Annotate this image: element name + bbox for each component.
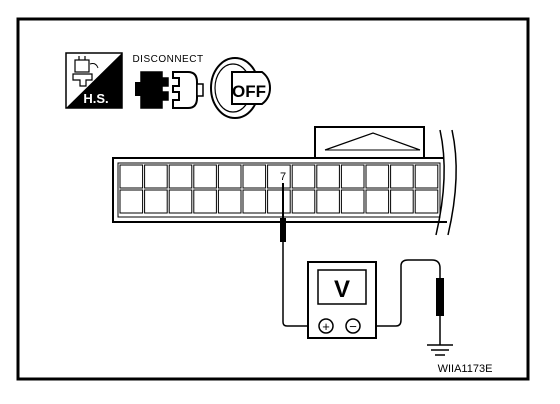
hs-label: H.S. <box>83 91 108 106</box>
connector-cavity <box>119 189 144 214</box>
connector-cavity <box>267 189 291 214</box>
connector-cavity <box>242 164 267 189</box>
figure-border <box>16 17 530 381</box>
connector-cavity <box>390 189 414 214</box>
connector-cavity <box>217 189 242 214</box>
positive-probe <box>280 183 314 327</box>
connector-cavity <box>316 189 340 214</box>
connector-cavity <box>144 164 168 189</box>
harness-side-icon: H.S. <box>65 52 123 109</box>
connector-cavity <box>316 164 340 189</box>
off-label: OFF <box>232 82 266 101</box>
connector-cavity <box>414 189 439 214</box>
negative-terminal <box>345 318 361 334</box>
voltmeter-unit: V <box>334 276 350 303</box>
harness-connector: 7 <box>112 126 457 236</box>
connector-cavity <box>144 189 168 214</box>
negative-lead <box>362 259 444 327</box>
connector-cavity <box>340 189 365 214</box>
negative-terminal-symbol: − <box>349 319 357 334</box>
connector-cavity <box>217 164 242 189</box>
positive-terminal <box>318 318 334 334</box>
terminal-7-label: 7 <box>280 171 286 183</box>
connector-cavity <box>242 189 267 214</box>
ignition-off-icon: OFF <box>210 57 272 119</box>
connector-cavity <box>414 164 439 189</box>
connector-cavity <box>340 164 365 189</box>
connector-cavities <box>119 164 439 214</box>
connector-cavity <box>119 164 144 189</box>
connector-cavity <box>193 189 217 214</box>
connector-cavity <box>291 189 316 214</box>
disconnect-icon: DISCONNECT <box>132 54 204 109</box>
disconnect-label: DISCONNECT <box>132 54 203 65</box>
connector-cavity <box>267 164 291 189</box>
ground-symbol <box>427 322 453 356</box>
connector-cavity <box>193 164 217 189</box>
connector-cavity <box>365 189 390 214</box>
connector-cavity <box>168 189 193 214</box>
connector-cavity <box>168 164 193 189</box>
voltmeter-display <box>317 269 367 305</box>
positive-terminal-symbol: + <box>322 319 330 334</box>
connector-cavity <box>291 164 316 189</box>
voltmeter: V + − <box>307 261 377 339</box>
figure-code: WIIA1173E <box>438 363 493 375</box>
connector-cavity <box>365 164 390 189</box>
connector-cavity <box>390 164 414 189</box>
